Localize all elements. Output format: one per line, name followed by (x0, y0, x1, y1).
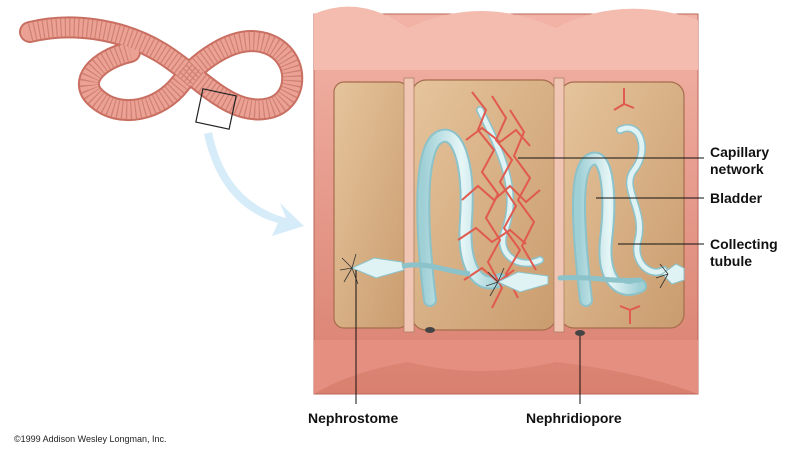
nephridiopore-pore (425, 327, 435, 333)
blood-vessel (613, 88, 641, 324)
label-nephrostome: Nephrostome (308, 410, 399, 426)
nephridium-right (557, 124, 668, 307)
label-capillary-network: Capillary network (710, 144, 769, 178)
zoom-arrow (204, 132, 304, 236)
segment-cutaway (313, 6, 699, 395)
label-bladder: Bladder (710, 190, 763, 206)
zoom-box (195, 88, 237, 130)
leader-lines (355, 157, 704, 404)
nephridium-middle (416, 106, 544, 307)
label-tubule-line2: tubule (710, 253, 752, 269)
capillary-network (457, 91, 541, 309)
label-collecting-line1: Collecting (710, 236, 778, 252)
label-nephridiopore: Nephridiopore (526, 410, 622, 426)
nephrostome-funnel (655, 263, 685, 289)
label-collecting-tubule: Collecting tubule (710, 236, 778, 270)
copyright-text: ©1999 Addison Wesley Longman, Inc. (14, 434, 167, 444)
nephridiopore-pore (575, 330, 585, 336)
nephrostome-funnel (485, 267, 549, 297)
label-capillary-line1: Capillary (710, 144, 770, 160)
earthworm-illustration (19, 16, 304, 130)
label-network-line2: network (710, 161, 764, 177)
